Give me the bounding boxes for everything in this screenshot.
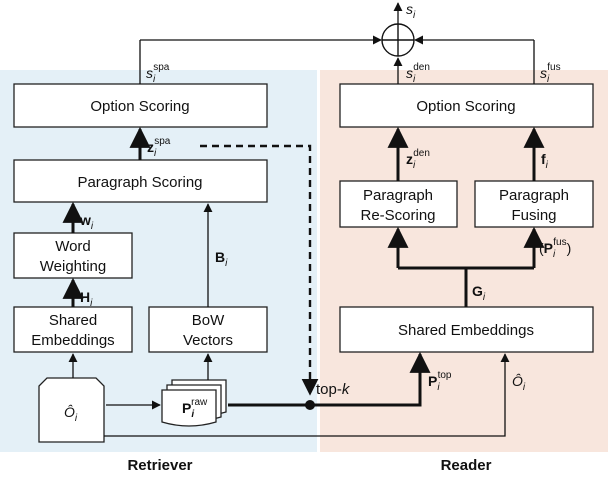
z-spa-label: zispa <box>147 136 171 159</box>
reader-title: Reader <box>441 457 492 474</box>
retriever-shared-embeddings-line2: Embeddings <box>31 332 114 349</box>
raw-paragraphs-label: Piraw <box>182 397 208 420</box>
w-label: wi <box>79 212 94 232</box>
dashed-zspa-to-topk <box>200 144 319 396</box>
raw-paragraphs-stack <box>161 379 227 427</box>
query-document-shape <box>38 377 105 443</box>
reader-panel <box>320 70 608 452</box>
bow-vectors-line2: Vectors <box>183 332 233 349</box>
paragraph-fusing-line1: Paragraph <box>499 187 569 204</box>
paragraph-fusing-box <box>474 180 594 228</box>
paragraph-fusing-line2: Fusing <box>511 207 556 224</box>
s-fus-label: sifus <box>540 62 561 85</box>
topk-label: top-k <box>316 381 351 398</box>
reader-option-scoring-box <box>339 83 594 128</box>
bow-vectors-box <box>148 306 268 353</box>
bow-vectors-line1: BoW <box>192 312 225 329</box>
word-weighting-label-line1: Word <box>55 238 91 255</box>
retriever-option-scoring-label: Option Scoring <box>90 98 189 115</box>
retriever-shared-embeddings-line1: Shared <box>49 312 97 329</box>
arrow-topk-to-reader-shared <box>314 351 431 407</box>
s-den-label: siden <box>406 62 430 85</box>
f-label: fi <box>541 151 549 171</box>
reader-option-scoring-label: Option Scoring <box>416 98 515 115</box>
paragraph-rescoring-line1: Paragraph <box>363 187 433 204</box>
retriever-title: Retriever <box>127 457 192 474</box>
g-label: Gi <box>472 283 486 303</box>
reader-query-symbol: Ôi <box>512 373 526 393</box>
reader-shared-embeddings-box <box>339 306 594 353</box>
s-spa-label: sispa <box>146 62 170 85</box>
p-fus-label: (Pifus) <box>539 237 571 260</box>
paragraph-scoring-box <box>13 159 268 203</box>
topk-junction-dot <box>305 400 315 410</box>
reader-shared-embeddings-label: Shared Embeddings <box>398 322 534 339</box>
word-weighting-label-line2: Weighting <box>40 258 106 275</box>
retriever-query-symbol: Ôi <box>64 404 78 424</box>
paragraph-rescoring-line2: Re-Scoring <box>360 207 435 224</box>
output-score-label: si <box>406 1 416 21</box>
paragraph-rescoring-box <box>339 180 458 228</box>
p-top-label: Pitop <box>428 370 452 393</box>
b-label: Bi <box>215 249 228 269</box>
arrow-query-to-reader-shared <box>104 353 510 437</box>
word-weighting-box <box>13 232 133 279</box>
paragraph-scoring-label: Paragraph Scoring <box>77 174 202 191</box>
h-label: Hi <box>80 289 93 309</box>
z-den-label: ziden <box>406 148 430 171</box>
